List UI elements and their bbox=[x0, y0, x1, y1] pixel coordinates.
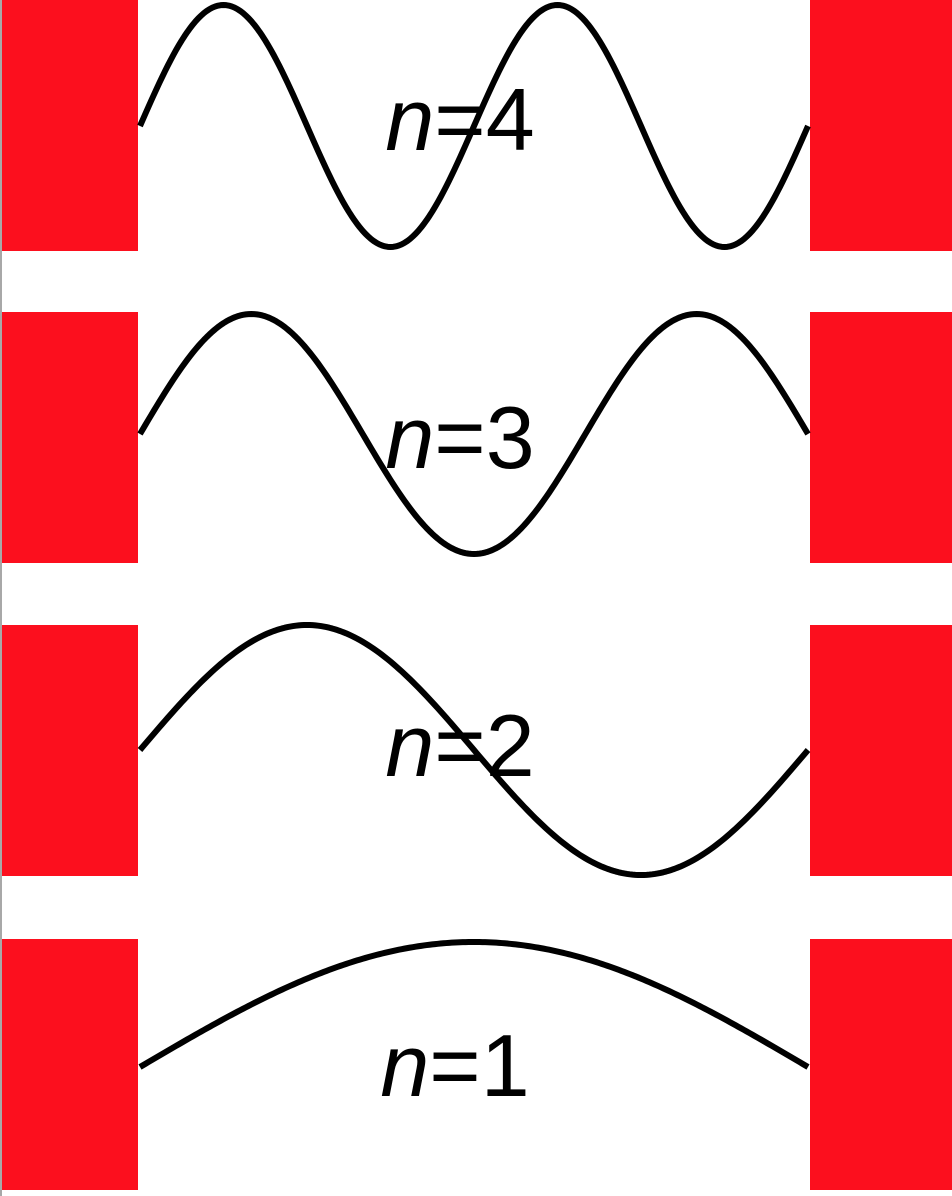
left-wall-n1 bbox=[2, 939, 138, 1190]
mode-panel-n2: n=2 bbox=[2, 622, 952, 878]
right-wall-n1 bbox=[810, 939, 952, 1190]
right-wall-n3 bbox=[810, 312, 952, 563]
mode-panel-n1: n=1 bbox=[2, 939, 952, 1190]
mode-label-n4: n=4 bbox=[385, 70, 534, 169]
mode-label-variable: n bbox=[385, 388, 434, 487]
standing-wave-n4 bbox=[137, 2, 811, 250]
left-wall-n3 bbox=[2, 312, 138, 563]
mode-label-equals: = bbox=[434, 696, 485, 795]
mode-label-value: 2 bbox=[486, 696, 535, 795]
mode-label-n2: n=2 bbox=[385, 696, 534, 795]
mode-label-value: 3 bbox=[486, 388, 535, 487]
mode-label-equals: = bbox=[434, 70, 485, 169]
mode-label-value: 1 bbox=[481, 1016, 530, 1115]
mode-label-variable: n bbox=[380, 1016, 429, 1115]
standing-wave-n3 bbox=[137, 311, 811, 557]
mode-label-n3: n=3 bbox=[385, 388, 534, 487]
right-wall-n2 bbox=[810, 625, 952, 876]
mode-label-variable: n bbox=[385, 696, 434, 795]
mode-label-equals: = bbox=[429, 1016, 480, 1115]
mode-panel-n4: n=4 bbox=[2, 0, 952, 251]
mode-label-value: 4 bbox=[486, 70, 535, 169]
mode-panel-n3: n=3 bbox=[2, 311, 952, 563]
mode-label-n1: n=1 bbox=[380, 1016, 529, 1115]
mode-label-equals: = bbox=[434, 388, 485, 487]
standing-wave-n2 bbox=[137, 622, 811, 878]
standing-wave-n1 bbox=[138, 939, 810, 1070]
mode-label-variable: n bbox=[385, 70, 434, 169]
page-left-edge bbox=[0, 0, 2, 1196]
right-wall-n4 bbox=[810, 0, 952, 251]
left-wall-n4 bbox=[2, 0, 138, 251]
left-wall-n2 bbox=[2, 625, 138, 876]
